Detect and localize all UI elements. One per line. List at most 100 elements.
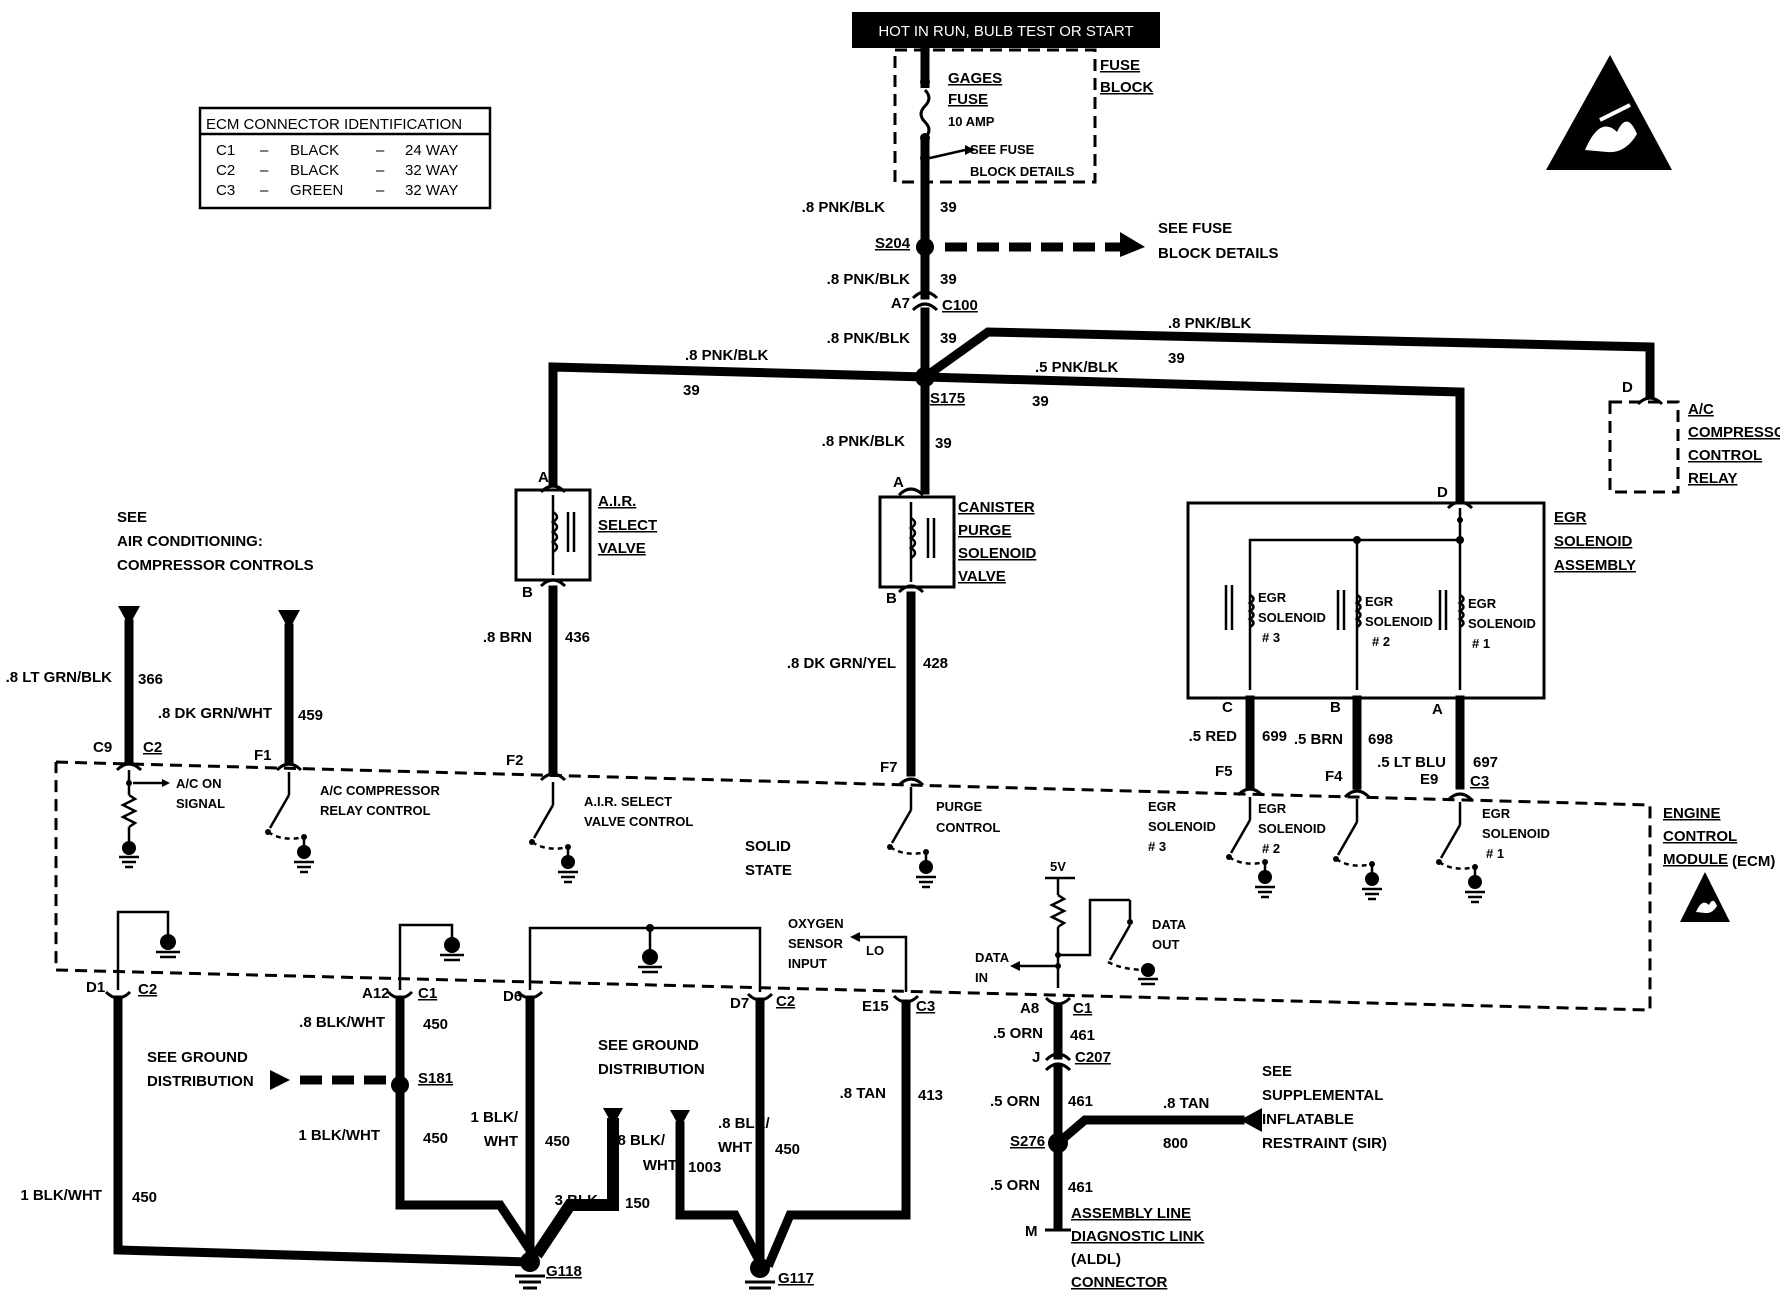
egr-sol-label: EGR <box>1468 596 1497 611</box>
esd-warning-small-icon <box>1680 872 1730 922</box>
data-in-label: IN <box>975 970 988 985</box>
ecm-label: MODULE <box>1663 851 1728 868</box>
circuit-number: 39 <box>940 199 957 216</box>
see-ground-label: SEE GROUND <box>147 1049 248 1066</box>
pin-label: A <box>893 474 904 491</box>
aldl-label: ASSEMBLY LINE <box>1071 1205 1191 1222</box>
pin-label: B <box>522 584 533 601</box>
connector-arrow-icon <box>670 1110 690 1128</box>
wire-label: .8 PNK/BLK <box>1168 315 1252 332</box>
wire-label: WHT <box>643 1157 677 1174</box>
wire-label: .5 PNK/BLK <box>1035 359 1119 376</box>
pin-label: D <box>1622 379 1633 396</box>
see-ground-label: DISTRIBUTION <box>147 1073 254 1090</box>
wire-label: .5 ORN <box>990 1177 1040 1194</box>
circuit-number: 428 <box>923 655 948 672</box>
wire-450-s181 <box>395 1085 537 1257</box>
see-fuse-label: SEE FUSE <box>1158 220 1232 237</box>
air-select-valve: A B A.I.R. SELECT VALVE <box>514 469 657 601</box>
ground-label: G118 <box>546 1263 582 1280</box>
switch-air-select: A.I.R. SELECT VALVE CONTROL <box>529 782 693 884</box>
table-way-c3: 32 WAY <box>405 182 458 199</box>
circuit-number: 39 <box>935 435 952 452</box>
ecm-circuit-label: EGR <box>1482 806 1511 821</box>
egr-sol-num: # 2 <box>1372 634 1390 649</box>
wire-label: .5 RED <box>1189 728 1238 745</box>
wire-39-ac-relay <box>918 327 1655 400</box>
table-dash: – <box>260 142 269 159</box>
pin-label: D6 <box>503 988 522 1005</box>
connector-label: C2 <box>143 739 162 756</box>
o2-label: OXYGEN <box>788 916 844 931</box>
pin-label: C <box>1222 699 1233 716</box>
ecm-circuit-label: EGR <box>1148 799 1177 814</box>
see-ground-label: SEE GROUND <box>598 1037 699 1054</box>
table-color-c2: BLACK <box>290 162 339 179</box>
pin-label: E15 <box>862 998 889 1015</box>
wire-label: .8 DK GRN/YEL <box>787 655 896 672</box>
connector-arrow-icon <box>118 606 140 626</box>
component-label: ASSEMBLY <box>1554 557 1636 574</box>
wire-1003 <box>675 1121 767 1269</box>
component-label: SELECT <box>598 517 657 534</box>
connector-label: C207 <box>1075 1049 1111 1066</box>
ecm-circuit-label: CONTROL <box>936 820 1000 835</box>
fuse-see: SEE FUSE <box>970 142 1035 157</box>
see-fuse-label: BLOCK DETAILS <box>1158 245 1279 262</box>
circuit-number: 39 <box>683 382 700 399</box>
fuse-see: BLOCK DETAILS <box>970 164 1075 179</box>
wire-150 <box>531 1118 619 1259</box>
component-label: COMPRESSOR <box>1688 424 1780 441</box>
circuit-number: 800 <box>1163 1135 1188 1152</box>
table-id-c3: C3 <box>216 182 235 199</box>
see-ac-label: SEE <box>117 509 147 526</box>
ecm-circuit-label: SOLENOID <box>1148 819 1216 834</box>
wire-label: 1 BLK/WHT <box>298 1127 380 1144</box>
table-dash: – <box>260 162 269 179</box>
wire-label: .8 PNK/BLK <box>685 347 769 364</box>
splice-label: S181 <box>418 1070 453 1087</box>
aldl-label: (ALDL) <box>1071 1251 1121 1268</box>
wire-label: .8 TAN <box>840 1085 886 1102</box>
wire-label: .8 BLK/ <box>718 1115 771 1132</box>
ecm-connector-table: ECM CONNECTOR IDENTIFICATION C1 – BLACK … <box>198 106 492 210</box>
voltage-label: 5V <box>1050 859 1066 874</box>
splice-s204 <box>916 238 934 256</box>
connector-label: C2 <box>138 981 157 998</box>
power-source-label: HOT IN RUN, BULB TEST OR START <box>878 23 1133 40</box>
ground-icon <box>119 855 139 869</box>
ecm-circuit-label: # 1 <box>1486 846 1504 861</box>
circuit-number: 459 <box>298 707 323 724</box>
ecm-internal-grounds <box>116 910 762 992</box>
connector-label: C1 <box>418 985 437 1002</box>
ecm-circuit-label: SOLENOID <box>1258 821 1326 836</box>
table-color-c1: BLACK <box>290 142 339 159</box>
fuse-rating: 10 AMP <box>948 114 995 129</box>
component-label: PURGE <box>958 522 1011 539</box>
table-color-c3: GREEN <box>290 182 343 199</box>
ecm-circuit-label: VALVE CONTROL <box>584 814 693 829</box>
fuse-block-label: BLOCK <box>1100 79 1153 96</box>
ecm-circuit-label: PURGE <box>936 799 983 814</box>
pin-label: B <box>1330 699 1341 716</box>
wire-label: .8 DK GRN/WHT <box>158 705 272 722</box>
esd-warning-icon <box>1546 55 1672 170</box>
ground-g117 <box>750 1258 770 1278</box>
wire-label: .8 BLK/ <box>613 1132 666 1149</box>
ecm-circuit-label: # 2 <box>1262 841 1280 856</box>
circuit-number: 461 <box>1068 1093 1093 1110</box>
table-dash: – <box>376 142 385 159</box>
wire-800 <box>1051 1115 1245 1150</box>
circuit-number: 39 <box>940 330 957 347</box>
wire-label: .8 TAN <box>1163 1095 1209 1112</box>
circuit-number: 39 <box>940 271 957 288</box>
wire-label: .8 PNK/BLK <box>827 271 911 288</box>
circuit-number: 150 <box>625 1195 650 1212</box>
o2-lo-label: LO <box>866 943 884 958</box>
fuse-block-label: FUSE <box>1100 57 1140 74</box>
pin-label: F1 <box>254 747 272 764</box>
splice-label: S204 <box>875 235 911 252</box>
pin-label: A7 <box>891 295 910 312</box>
switch-purge: PURGE CONTROL <box>887 787 1000 889</box>
circuit-number: 450 <box>132 1189 157 1206</box>
